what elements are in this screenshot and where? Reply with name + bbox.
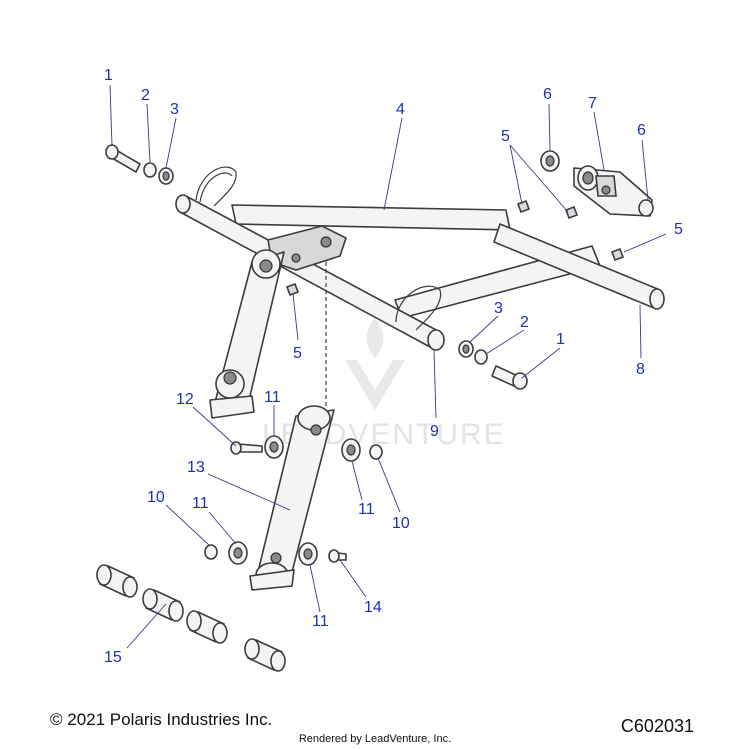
washer-2-left [143, 162, 157, 178]
callout-3-right: 3 [494, 300, 503, 317]
callout-8: 8 [636, 361, 645, 378]
callout-1-left: 1 [104, 67, 113, 84]
nut-10-left [204, 544, 218, 560]
callout-10-right: 10 [392, 515, 410, 532]
callout-12: 12 [176, 391, 194, 408]
figure-id: C602031 [620, 716, 694, 736]
bushing-15-group [96, 564, 286, 672]
callouts: 1 2 3 4 5 6 7 6 5 8 9 5 1 2 3 12 11 13 1… [104, 67, 683, 666]
callout-11-left: 11 [192, 495, 209, 512]
nut-10-right [369, 444, 383, 460]
callout-1-right: 1 [556, 331, 565, 348]
callout-5-left: 5 [293, 345, 302, 362]
lower-link-13 [249, 405, 335, 591]
rendered-by-text: Rendered by LeadVenture, Inc. [298, 733, 452, 745]
callout-4: 4 [396, 101, 405, 118]
callout-10-left: 10 [147, 489, 165, 506]
callout-6-left: 6 [543, 86, 552, 103]
callout-2-left: 2 [141, 87, 150, 104]
grease-fitting-group [285, 199, 625, 297]
copyright-text: © 2021 Polaris Industries Inc. [50, 710, 273, 729]
callout-6-right: 6 [637, 122, 646, 139]
callout-15: 15 [104, 649, 122, 666]
bolt-1-left [105, 144, 141, 173]
spacer-11-group [228, 435, 361, 566]
nut-2-right [474, 349, 488, 365]
a-arm-frame [175, 166, 665, 419]
callout-5-right: 5 [674, 221, 683, 238]
callout-2-right: 2 [520, 314, 529, 331]
bolt-12 [230, 441, 263, 455]
callout-5-top: 5 [501, 128, 510, 145]
callout-11-bottom: 11 [312, 613, 329, 630]
callout-9: 9 [430, 423, 439, 440]
bolt-1-right [491, 365, 528, 390]
pivot-bracket [573, 165, 654, 217]
leader-lines [109, 84, 667, 649]
callout-14: 14 [364, 599, 382, 616]
callout-7: 7 [588, 95, 597, 112]
callout-11-mid: 11 [358, 501, 375, 518]
callout-11-top: 11 [264, 389, 281, 406]
callout-3-left: 3 [170, 101, 179, 118]
callout-13: 13 [187, 459, 205, 476]
bolt-14 [328, 549, 347, 563]
